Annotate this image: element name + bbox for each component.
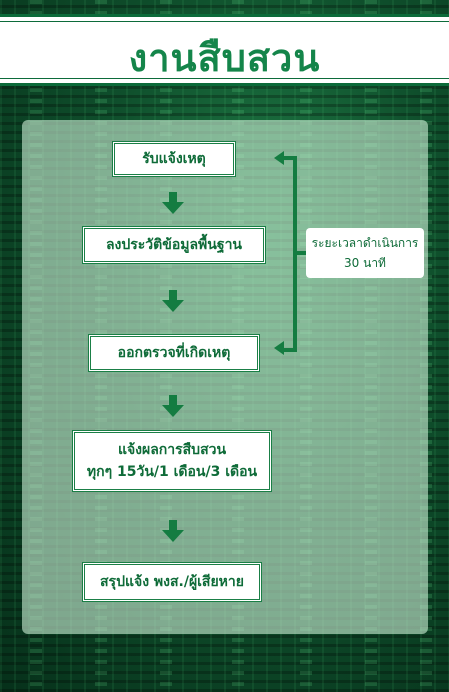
page-title: งานสืบสวน [128,36,321,80]
step-inspect-scene: ออกตรวจที่เกิดเหตุ [88,334,260,372]
flowchart-panel [22,120,428,634]
step-summary-notify: สรุปแจ้ง พงส./ผู้เสียหาย [82,562,262,602]
timeframe-value: 30 นาที [344,256,386,270]
bracket-arrow-left-icon [274,151,284,165]
bracket-arrow-left-icon [274,341,284,355]
down-arrow-icon [162,290,184,312]
step-record-basic-info: ลงประวัติข้อมูลพื้นฐาน [82,226,266,264]
timeframe-note: ระยะเวลาดำเนินการ 30 นาที [306,228,424,278]
step-label: ลงประวัติข้อมูลพื้นฐาน [105,237,243,253]
bracket-connector [297,251,309,255]
step-label: แจ้งผลการสืบสวน ทุกๆ 15วัน/1 เดือน/3 เดื… [86,442,258,480]
down-arrow-icon [162,520,184,542]
step-report-results: แจ้งผลการสืบสวน ทุกๆ 15วัน/1 เดือน/3 เดื… [72,430,272,492]
step-receive-report: รับแจ้งเหตุ [112,141,236,177]
step-label: ออกตรวจที่เกิดเหตุ [117,345,231,361]
title-banner: งานสืบสวน [0,14,449,86]
step-label: รับแจ้งเหตุ [142,151,206,167]
timeframe-bracket [283,156,297,352]
down-arrow-icon [162,192,184,214]
down-arrow-icon [162,395,184,417]
step-label: สรุปแจ้ง พงส./ผู้เสียหาย [100,574,244,590]
timeframe-label: ระยะเวลาดำเนินการ [311,236,419,250]
